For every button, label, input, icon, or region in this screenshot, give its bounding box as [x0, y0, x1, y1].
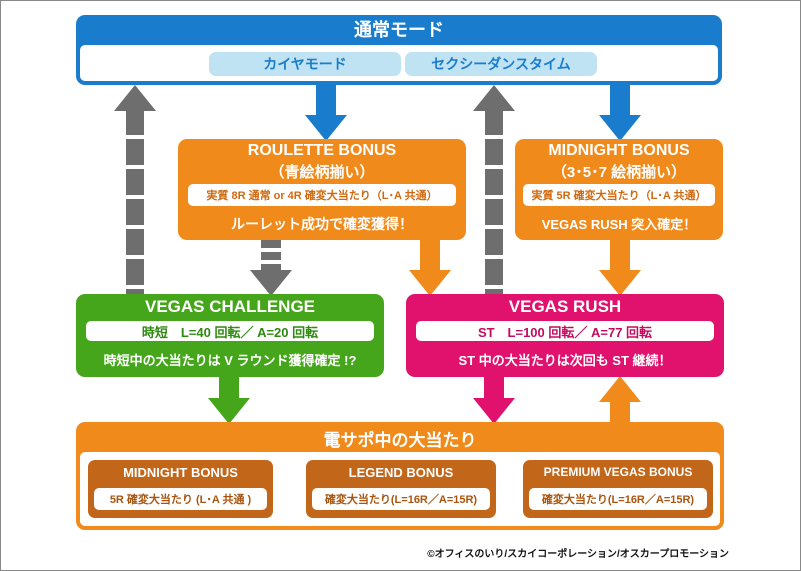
roulette-bonus-box: ROULETTE BONUS （青絵柄揃い） 実質 8R 通常 or 4R 確変… — [178, 139, 466, 240]
arrow-rush-to-densapo — [473, 376, 515, 424]
vegas-rush-note: ST 中の大当たりは次回も ST 継続！ — [458, 353, 672, 368]
densapo-title: 電サポ中の大当たり — [323, 431, 477, 450]
midnight-bonus-note: VEGAS RUSH 突入確定！ — [541, 217, 697, 232]
densapo-item-title: MIDNIGHT BONUS — [123, 465, 238, 480]
normal-mode-title: 通常モード — [354, 20, 444, 40]
densapo-item-premium: PREMIUM VEGAS BONUS 確変大当たり(L=16R／A=15R) — [523, 460, 713, 518]
densapo-item-detail: 確変大当たり(L=16R／A=15R) — [529, 488, 707, 510]
arrow-densapo-to-rush — [599, 376, 641, 424]
copyright-text: ©オフィスのいり/スカイコーポレーション/オスカープロモーション — [427, 549, 729, 560]
roulette-bonus-note: ルーレット成功で確変獲得！ — [231, 216, 413, 232]
arrow-rush-to-normal — [473, 85, 515, 297]
vegas-challenge-title: VEGAS CHALLENGE — [144, 297, 316, 316]
midnight-bonus-subtitle: （3･5･7 絵柄揃い） — [551, 164, 687, 181]
normal-mode-box: 通常モード カイヤモード セクシーダンスタイム — [76, 15, 722, 85]
roulette-bonus-detail: 実質 8R 通常 or 4R 確変大当たり（L･A 共通） — [188, 184, 456, 206]
arrow-normal-to-midnight — [599, 83, 641, 141]
sexy-dance-time-label: セクシーダンスタイム — [405, 52, 597, 76]
vegas-challenge-box: VEGAS CHALLENGE 時短 L=40 回転／ A=20 回転 時短中の… — [76, 294, 384, 377]
arrow-roulette-to-rush — [409, 240, 451, 296]
midnight-bonus-detail: 実質 5R 確変大当たり（L･A 共通） — [523, 184, 715, 206]
arrow-challenge-to-normal — [114, 85, 156, 297]
densapo-box: 電サポ中の大当たり MIDNIGHT BONUS 5R 確変大当たり (L･A … — [76, 422, 724, 530]
arrow-normal-to-roulette — [305, 83, 347, 141]
densapo-item-detail: 5R 確変大当たり (L･A 共通 ) — [94, 488, 267, 510]
vegas-challenge-detail: 時短 L=40 回転／ A=20 回転 — [86, 321, 374, 341]
vegas-rush-box: VEGAS RUSH ST L=100 回転／ A=77 回転 ST 中の大当た… — [406, 294, 724, 377]
vegas-rush-detail: ST L=100 回転／ A=77 回転 — [416, 321, 714, 341]
midnight-bonus-box: MIDNIGHT BONUS （3･5･7 絵柄揃い） 実質 5R 確変大当たり… — [515, 139, 723, 240]
arrow-challenge-to-densapo — [208, 376, 250, 424]
roulette-bonus-title: ROULETTE BONUS — [247, 142, 397, 159]
midnight-bonus-title: MIDNIGHT BONUS — [548, 142, 690, 159]
densapo-item-title: LEGEND BONUS — [348, 465, 454, 480]
arrow-midnight-to-rush — [599, 240, 641, 296]
vegas-rush-title: VEGAS RUSH — [508, 297, 622, 316]
densapo-item-midnight: MIDNIGHT BONUS 5R 確変大当たり (L･A 共通 ) — [88, 460, 273, 518]
roulette-bonus-subtitle: （青絵柄揃い） — [269, 164, 375, 181]
vegas-challenge-note: 時短中の大当たりは V ラウンド獲得確定 !? — [103, 353, 357, 368]
densapo-item-title: PREMIUM VEGAS BONUS — [543, 465, 693, 479]
arrow-roulette-to-challenge — [250, 240, 292, 296]
densapo-item-legend: LEGEND BONUS 確変大当たり(L=16R／A=15R) — [306, 460, 496, 518]
densapo-item-detail: 確変大当たり(L=16R／A=15R) — [312, 488, 490, 510]
kaiya-mode-label: カイヤモード — [209, 52, 401, 76]
